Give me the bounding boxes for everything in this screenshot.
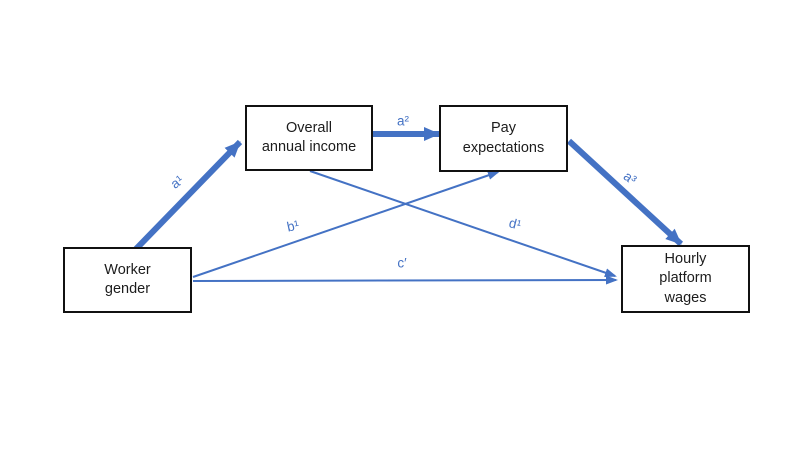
node-hourly-platform-wages: Hourly platform wages	[621, 245, 750, 313]
arrow-a1	[133, 139, 243, 252]
arrow-b1	[192, 171, 500, 278]
node-worker-gender: Worker gender	[63, 247, 192, 313]
node-hourly-platform-wages-label: Hourly platform wages	[659, 251, 712, 306]
node-pay-expectations: Pay expectations	[439, 105, 568, 172]
node-overall-annual-income: Overall annual income	[245, 105, 373, 171]
node-pay-expectations-label: Pay expectations	[462, 120, 545, 156]
path-label-c-prime: c′	[397, 255, 407, 271]
node-overall-annual-income-label: Overall annual income	[261, 119, 357, 155]
arrow-a3	[566, 138, 684, 247]
node-worker-gender-label: Worker gender	[104, 261, 151, 297]
arrow-c-prime	[192, 275, 618, 285]
path-label-a2: a²	[396, 113, 410, 129]
arrow-d1	[309, 170, 617, 277]
